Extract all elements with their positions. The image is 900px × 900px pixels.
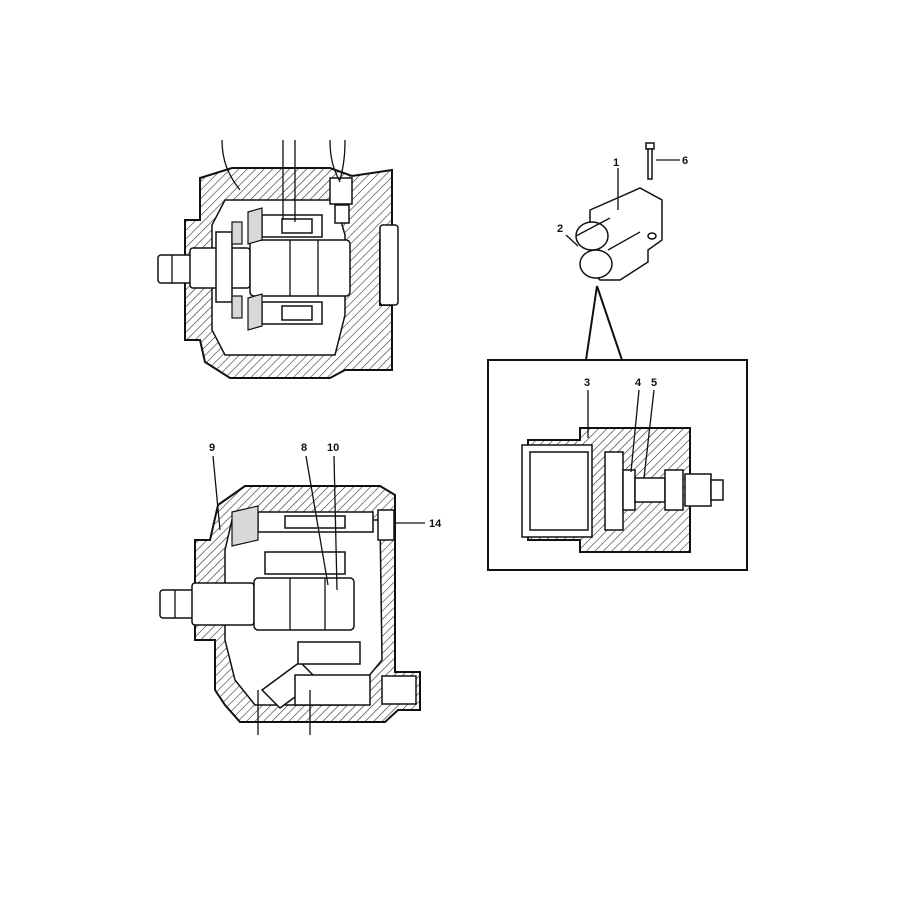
label-part-3: 3 bbox=[584, 377, 590, 389]
label-part-6: 6 bbox=[682, 155, 688, 167]
label-part-2: 2 bbox=[557, 223, 563, 235]
label-part-10: 10 bbox=[327, 442, 339, 454]
label-part-9: 9 bbox=[209, 442, 215, 454]
upper-pump-cross-section bbox=[157, 139, 399, 379]
detail-view-box bbox=[487, 359, 748, 571]
part-labels: 1 2 6 3 4 5 9 8 10 14 bbox=[209, 155, 688, 530]
valve-block-exploded bbox=[565, 142, 680, 361]
label-part-1: 1 bbox=[613, 157, 619, 169]
label-part-14: 14 bbox=[429, 518, 442, 530]
lower-pump-cross-section bbox=[159, 455, 425, 735]
label-part-5: 5 bbox=[651, 377, 657, 389]
label-part-4: 4 bbox=[635, 377, 642, 389]
label-part-8: 8 bbox=[301, 442, 307, 454]
